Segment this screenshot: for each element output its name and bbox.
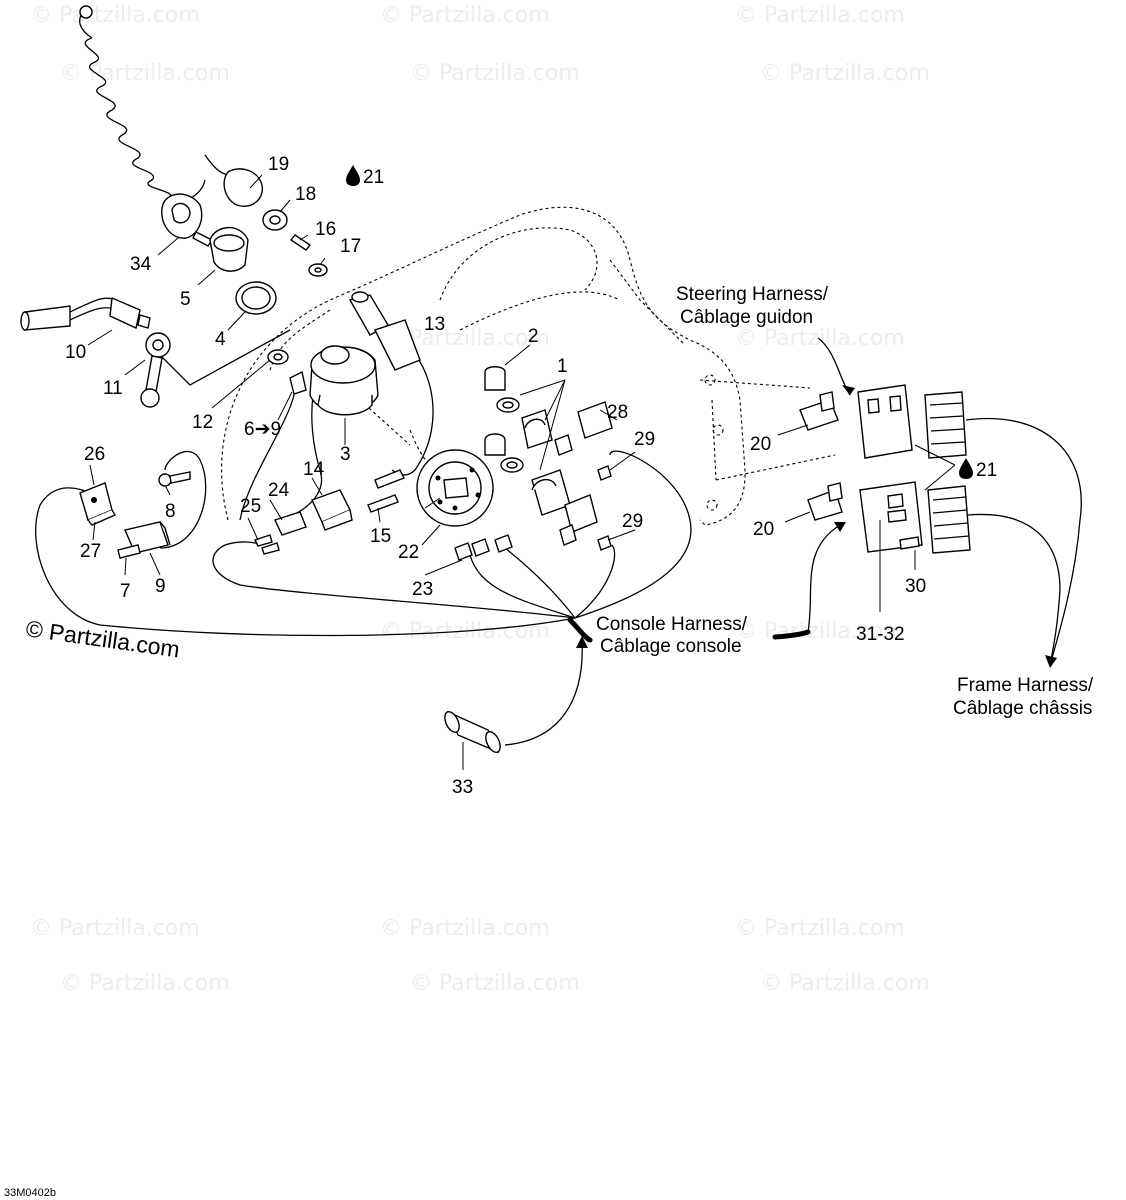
callout-12: 12 <box>192 412 213 433</box>
drawing-code: 33M0402b <box>4 1187 56 1199</box>
watermark: © Partzilla.com <box>760 61 930 86</box>
callout-25: 25 <box>240 496 261 517</box>
harness-text: Steering Harness/ Câblage guidon Console… <box>596 284 1094 719</box>
switch-bank <box>484 366 613 551</box>
callout-29b: 29 <box>622 511 643 532</box>
watermark: © Partzilla.com <box>410 971 580 996</box>
part-33-tube <box>444 710 501 754</box>
callout-24: 24 <box>268 480 290 501</box>
right-connectors <box>799 384 971 554</box>
console-outline <box>221 206 836 526</box>
harness-arrows <box>504 337 1082 746</box>
callout-16: 16 <box>315 219 336 240</box>
steering-harness-label: Steering Harness/ <box>676 284 829 305</box>
watermark-layer: © Partzilla.com © Partzilla.com © Partzi… <box>30 3 930 996</box>
watermark: © Partzilla.com <box>380 3 550 28</box>
callout-3: 3 <box>340 444 351 465</box>
callout-6-9: 6➔9 <box>244 419 281 440</box>
callout-11: 11 <box>103 378 123 399</box>
callout-19: 19 <box>268 154 289 175</box>
steering-harness-label-fr: Câblage guidon <box>680 307 813 328</box>
callout-4: 4 <box>215 329 226 350</box>
watermark: © Partzilla.com <box>60 971 230 996</box>
frame-harness-label-fr: Câblage châssis <box>953 698 1092 719</box>
callout-17: 17 <box>340 236 361 257</box>
connectors-23 <box>454 534 513 561</box>
callout-28: 28 <box>607 402 628 423</box>
leader-lines <box>87 174 956 770</box>
callout-1: 1 <box>557 356 568 377</box>
callout-20a: 20 <box>750 434 771 455</box>
key-and-boots <box>161 193 277 315</box>
watermark: © Partzilla.com <box>735 916 905 941</box>
callout-8: 8 <box>165 501 176 522</box>
callout-20b: 20 <box>753 519 774 540</box>
console-harness-label: Console Harness/ <box>596 614 748 635</box>
callout-30: 30 <box>905 576 926 597</box>
callout-29a: 29 <box>634 429 655 450</box>
oil-drop-icon <box>959 458 973 479</box>
callout-18: 18 <box>295 184 316 205</box>
parts-cluster-top <box>262 209 328 277</box>
callout-5: 5 <box>180 289 191 310</box>
frame-harness-label: Frame Harness/ <box>957 675 1094 696</box>
callout-31-32: 31-32 <box>856 624 905 645</box>
callout-27: 27 <box>80 541 101 562</box>
connectors-left <box>79 471 191 559</box>
watermark: © Partzilla.com <box>30 3 200 28</box>
start-cable <box>20 296 171 408</box>
callout-7: 7 <box>120 581 131 602</box>
callout-21a: 21 <box>363 167 384 188</box>
callout-22: 22 <box>398 542 419 563</box>
callout-2: 2 <box>528 326 539 347</box>
tether-cord <box>79 5 264 207</box>
watermark: © Partzilla.com <box>735 326 905 351</box>
callout-34: 34 <box>130 254 152 275</box>
watermark: © Partzilla.com <box>380 916 550 941</box>
watermark: © Partzilla.com <box>735 3 905 28</box>
callout-9: 9 <box>155 576 166 597</box>
watermark: © Partzilla.com <box>60 61 230 86</box>
callout-10: 10 <box>65 342 86 363</box>
oil-drop-icon <box>346 165 360 186</box>
callout-33: 33 <box>452 777 473 798</box>
callout-21b: 21 <box>976 460 997 481</box>
round-connector <box>416 449 494 527</box>
callout-14: 14 <box>303 459 325 480</box>
connectors-middle <box>254 469 405 555</box>
callout-23: 23 <box>412 579 433 600</box>
console-harness-label-fr: Câblage console <box>600 636 742 657</box>
callout-15: 15 <box>370 526 391 547</box>
watermark: © Partzilla.com <box>30 916 200 941</box>
part-13 <box>348 291 421 371</box>
callout-labels: 1 2 3 4 5 6➔9 7 8 9 10 11 12 13 14 15 16… <box>65 154 997 798</box>
callout-26: 26 <box>84 444 105 465</box>
watermark: © Partzilla.com <box>760 971 930 996</box>
ignition-switch <box>267 345 379 416</box>
watermark: © Partzilla.com <box>735 619 905 644</box>
copyright-notice: © Partzilla.com <box>24 615 181 662</box>
callout-13: 13 <box>424 314 445 335</box>
watermark: © Partzilla.com <box>410 61 580 86</box>
